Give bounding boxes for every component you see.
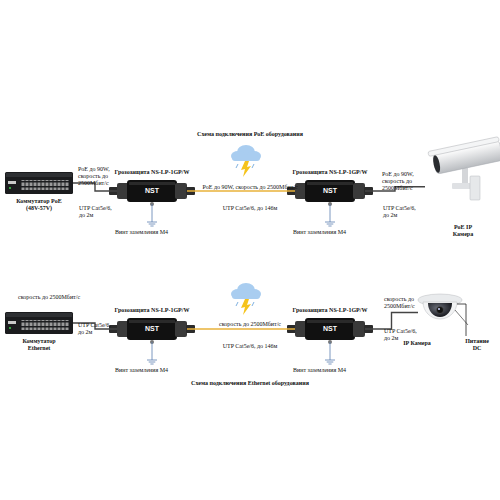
ground-note: Винт заземления М4 xyxy=(115,367,185,374)
brand-mark: NST xyxy=(117,187,187,195)
power-label: Питание DC xyxy=(462,338,492,352)
network-switch: Коммутатор Ethernet xyxy=(5,312,73,334)
device-label: Грозозащита NS-LP-1GP/W xyxy=(107,169,197,176)
ip-camera: IP Камера xyxy=(418,290,463,335)
device-label: PoE IP Камера xyxy=(447,224,479,238)
brand-mark: NST xyxy=(117,325,187,333)
cable-label: скорость до 2500Мбит/с xyxy=(384,296,424,310)
brand-mark: NST xyxy=(295,187,365,195)
surge-protector: Грозозащита NS-LP-1GP/WNST xyxy=(295,318,365,340)
cable-connector xyxy=(187,329,295,330)
brand-mark: NST xyxy=(295,325,365,333)
speed-note: скорость до 2500Мбит/с xyxy=(18,294,98,301)
device-label: IP Камера xyxy=(402,340,432,347)
device-label: Коммутатор Ethernet xyxy=(11,338,67,352)
cable-spec: UTP Cat5e/6, до 2м xyxy=(384,328,424,342)
device-label: Грозозащита NS-LP-1GP/W xyxy=(107,307,197,314)
cable-label: скорость до 2500Мбит/с xyxy=(200,321,300,328)
cable-label: PoE до 90W, скорость до 2500Мбит/с xyxy=(200,184,300,191)
cable-label: UTP Cat5e/6, до 2м xyxy=(78,322,118,336)
device-label: Грозозащита NS-LP-1GP/W xyxy=(285,169,375,176)
surge-protector: Грозозащита NS-LP-1GP/WNST xyxy=(117,180,187,202)
cable-spec: UTP Cat5e/6, до 146м xyxy=(200,343,300,350)
cable-label: PoE до 90W, скорость до 2500Мбит/с xyxy=(382,171,424,192)
ground-note: Винт заземления М4 xyxy=(293,367,363,374)
cable-spec: UTP Cat5e/6, до 2м xyxy=(383,205,423,219)
cable-label: PoE до 90W, скорость до 2500Мбит/с xyxy=(78,166,120,187)
cable-spec: UTP Cat5e/6, до 146м xyxy=(200,205,300,212)
section-heading: Схема подключения Ethernet оборудования xyxy=(100,380,400,387)
surge-protector: Грозозащита NS-LP-1GP/WNST xyxy=(117,318,187,340)
poe-ip-camera: PoE IP Камера xyxy=(425,140,500,195)
surge-protector: Грозозащита NS-LP-1GP/WNST xyxy=(295,180,365,202)
cable-connector xyxy=(187,191,295,192)
ground-note: Винт заземления М4 xyxy=(115,229,185,236)
ground-note: Винт заземления М4 xyxy=(293,229,363,236)
section-heading: Схема подключения PoE оборудования xyxy=(100,131,400,138)
cable-connector xyxy=(365,313,418,330)
device-label: Грозозащита NS-LP-1GP/W xyxy=(285,307,375,314)
device-label: Коммутатор PoE (48V-57V) xyxy=(11,198,67,212)
network-switch: Коммутатор PoE (48V-57V) xyxy=(5,172,73,194)
cable-spec: UTP Cat5e/6, до 2м xyxy=(79,205,117,219)
